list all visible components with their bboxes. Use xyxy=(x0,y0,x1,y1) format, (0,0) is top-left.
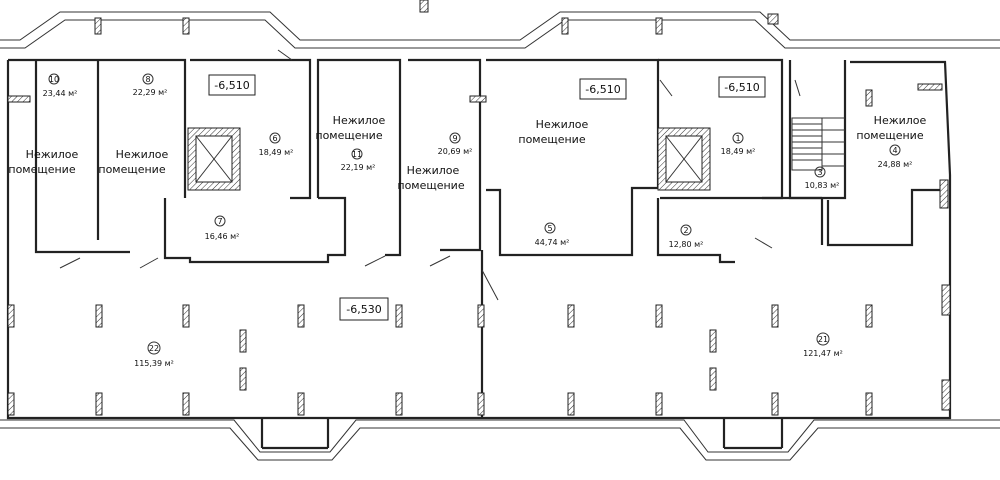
room-4: 4 24,88 м² xyxy=(878,144,913,169)
room-6: 6 18,49 м² xyxy=(259,132,294,157)
svg-text:16,46 м²: 16,46 м² xyxy=(205,232,240,241)
svg-text:44,74 м²: 44,74 м² xyxy=(535,238,570,247)
svg-text:22,29 м²: 22,29 м² xyxy=(133,88,168,97)
svg-text:22,19 м²: 22,19 м² xyxy=(341,163,376,172)
svg-text:Нежилое: Нежилое xyxy=(26,148,79,161)
svg-text:9: 9 xyxy=(452,134,457,143)
room-11: 11 22,19 м² xyxy=(341,148,376,172)
room-label-5: Нежилое помещение xyxy=(518,118,588,146)
svg-text:115,39 м²: 115,39 м² xyxy=(134,359,174,368)
svg-text:помещение: помещение xyxy=(856,129,923,142)
room-label-left-2: Нежилое помещение xyxy=(98,148,168,176)
svg-text:23,44 м²: 23,44 м² xyxy=(43,89,78,98)
svg-text:10,83 м²: 10,83 м² xyxy=(805,181,840,190)
room-21: 21 121,47 м² xyxy=(803,332,843,358)
svg-text:-6,510: -6,510 xyxy=(724,81,759,94)
staircase xyxy=(791,117,845,171)
svg-text:18,49 м²: 18,49 м² xyxy=(259,148,294,157)
svg-text:12,80 м²: 12,80 м² xyxy=(669,240,704,249)
elevator-shaft-left xyxy=(187,127,241,191)
room-label-9: Нежилое помещение xyxy=(397,164,464,192)
room-7: 7 16,46 м² xyxy=(205,215,240,241)
svg-text:6: 6 xyxy=(272,134,277,143)
room-2: 2 12,80 м² xyxy=(669,224,704,249)
columns xyxy=(7,0,951,416)
svg-text:24,88 м²: 24,88 м² xyxy=(878,160,913,169)
svg-text:помещение: помещение xyxy=(98,163,165,176)
elevator-shaft-right xyxy=(657,127,711,191)
svg-text:-6,530: -6,530 xyxy=(346,303,381,316)
svg-text:1: 1 xyxy=(735,134,740,143)
room-8: 8 22,29 м² xyxy=(133,73,168,97)
svg-text:помещение: помещение xyxy=(8,163,75,176)
svg-text:20,69 м²: 20,69 м² xyxy=(438,147,473,156)
room-5: 5 44,74 м² xyxy=(535,222,570,247)
level-mark-4: -6,530 xyxy=(339,297,389,321)
svg-text:Нежилое: Нежилое xyxy=(407,164,460,177)
svg-text:2: 2 xyxy=(683,226,688,235)
svg-text:Нежилое: Нежилое xyxy=(116,148,169,161)
svg-text:3: 3 xyxy=(817,168,822,177)
svg-text:Нежилое: Нежилое xyxy=(874,114,927,127)
svg-text:-6,510: -6,510 xyxy=(585,83,620,96)
room-label-11: Нежилое помещение xyxy=(315,114,385,142)
svg-text:-6,510: -6,510 xyxy=(214,79,249,92)
interior-walls xyxy=(34,58,945,418)
svg-text:121,47 м²: 121,47 м² xyxy=(803,349,843,358)
level-mark-3: -6,510 xyxy=(718,76,766,98)
svg-text:Нежилое: Нежилое xyxy=(536,118,589,131)
svg-text:7: 7 xyxy=(217,217,222,226)
level-mark-1: -6,510 xyxy=(208,74,256,96)
doors xyxy=(59,49,801,301)
level-mark-2: -6,510 xyxy=(579,78,627,100)
svg-text:8: 8 xyxy=(145,75,150,84)
room-10: 10 23,44 м² xyxy=(43,73,78,98)
svg-text:21: 21 xyxy=(818,335,828,344)
svg-text:10: 10 xyxy=(49,75,59,84)
room-3: 3 10,83 м² xyxy=(805,166,840,190)
svg-text:помещение: помещение xyxy=(518,133,585,146)
svg-text:4: 4 xyxy=(892,146,897,155)
svg-text:18,49 м²: 18,49 м² xyxy=(721,147,756,156)
roof-outline xyxy=(0,11,1000,49)
svg-text:Нежилое: Нежилое xyxy=(333,114,386,127)
room-1: 1 18,49 м² xyxy=(721,132,756,156)
room-9: 9 20,69 м² xyxy=(438,132,473,156)
svg-text:помещение: помещение xyxy=(397,179,464,192)
svg-text:5: 5 xyxy=(547,224,552,233)
bottom-outline xyxy=(0,419,1000,461)
room-label-4: Нежилое помещение xyxy=(856,114,926,142)
room-label-left-1: Нежилое помещение xyxy=(8,148,78,176)
room-22: 22 115,39 м² xyxy=(134,341,174,368)
svg-text:22: 22 xyxy=(149,344,159,353)
svg-text:помещение: помещение xyxy=(315,129,382,142)
svg-text:11: 11 xyxy=(352,150,362,159)
